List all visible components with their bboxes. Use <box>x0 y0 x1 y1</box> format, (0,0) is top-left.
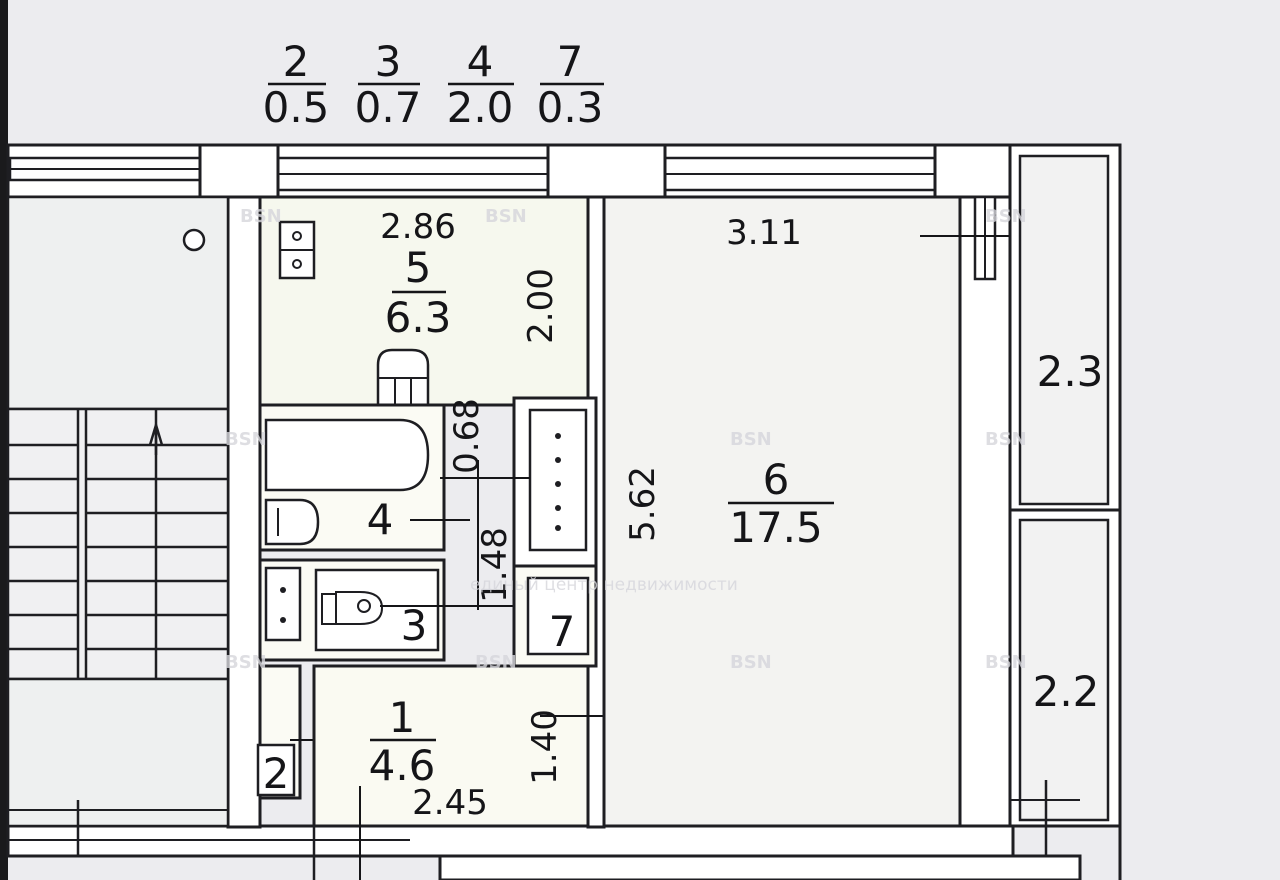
balcony-dimension: 2.3 <box>1037 347 1104 396</box>
interior-wall-left <box>226 195 262 829</box>
legend-room-number: 7 <box>557 37 584 86</box>
legend-item: 3 0.7 <box>355 37 422 132</box>
room-4-bathroom: 4 <box>258 403 470 552</box>
room-number: 2 <box>263 749 290 798</box>
window <box>663 156 937 192</box>
svg-text:BSN: BSN <box>225 429 267 450</box>
svg-text:BSN: BSN <box>730 652 772 673</box>
room-number: 3 <box>401 601 428 650</box>
legend-item: 2 0.5 <box>263 37 330 132</box>
dimension-label: 0.68 <box>447 398 487 474</box>
stair-steps <box>8 443 228 651</box>
room-number: 6 <box>763 455 790 504</box>
svg-text:BSN: BSN <box>730 429 772 450</box>
dimension-label: 1.40 <box>525 709 565 785</box>
legend-room-area: 0.3 <box>537 83 604 132</box>
svg-text:BSN: BSN <box>485 206 527 227</box>
legend-room-number: 2 <box>283 37 310 86</box>
area-legend: 2 0.5 3 0.7 4 2.0 7 0.3 <box>263 37 604 132</box>
bathtub-icon <box>264 418 430 492</box>
room-1-hallway: 1 4.6 1.40 2.45 <box>312 664 640 880</box>
stairwell <box>6 195 230 856</box>
legend-room-area: 0.7 <box>355 83 422 132</box>
room-area: 17.5 <box>729 503 823 552</box>
legend-room-area: 0.5 <box>263 83 330 132</box>
balcony-upper: 2.3 <box>1008 143 1122 512</box>
exterior-wall-right <box>958 195 1012 829</box>
dimension-label: 3.11 <box>726 213 802 253</box>
svg-text:BSN: BSN <box>240 206 282 227</box>
legend-item: 4 2.0 <box>447 37 514 132</box>
dimension-label: 2.45 <box>412 783 488 823</box>
room-6-living-room: 3.11 5.62 6 17.5 <box>602 195 1060 828</box>
sink-counter <box>440 396 598 568</box>
window <box>276 156 550 192</box>
legend-item: 7 0.3 <box>537 37 604 132</box>
gas-meter-icon <box>376 348 430 405</box>
window <box>8 156 202 182</box>
room-area: 6.3 <box>385 293 452 342</box>
room-area: 4.6 <box>369 741 436 790</box>
legend-room-area: 2.0 <box>447 83 514 132</box>
legend-room-number: 4 <box>467 37 494 86</box>
dimension-label: 1.48 <box>475 527 515 603</box>
cabinet-icon <box>264 566 302 642</box>
vent-icon <box>182 228 206 252</box>
svg-text:единый центр недвижимости: единый центр недвижимости <box>470 575 738 595</box>
room-2-closet: 2 <box>256 664 350 800</box>
svg-text:BSN: BSN <box>475 652 517 673</box>
washbasin-icon <box>264 498 320 546</box>
room-number: 5 <box>405 243 432 292</box>
svg-text:BSN: BSN <box>985 206 1027 227</box>
svg-text:BSN: BSN <box>225 652 267 673</box>
arrow-up-icon <box>148 420 164 455</box>
dimension-label: 2.00 <box>521 268 561 344</box>
room-3-toilet: 3 <box>258 558 520 662</box>
room-number: 1 <box>389 693 416 742</box>
frame-edge <box>0 0 8 880</box>
dimension-label: 5.62 <box>623 466 663 542</box>
walls <box>6 143 1082 880</box>
toilet-icon <box>314 568 440 652</box>
dimension-label: 2.86 <box>380 207 456 247</box>
room-5-kitchen: 2.86 5 6.3 2.00 <box>258 195 590 407</box>
svg-text:BSN: BSN <box>985 429 1027 450</box>
room-number: 4 <box>367 495 394 544</box>
balcony-dimension: 2.2 <box>1033 667 1100 716</box>
watermark: BSN BSN BSN BSN BSN BSN BSN BSN BSN BSN … <box>225 206 1027 673</box>
balcony-lower: 2.2 <box>1008 508 1122 856</box>
legend-room-number: 3 <box>375 37 402 86</box>
svg-text:BSN: BSN <box>985 652 1027 673</box>
room-number: 7 <box>549 607 576 656</box>
room-7-closet: 7 <box>512 564 598 668</box>
